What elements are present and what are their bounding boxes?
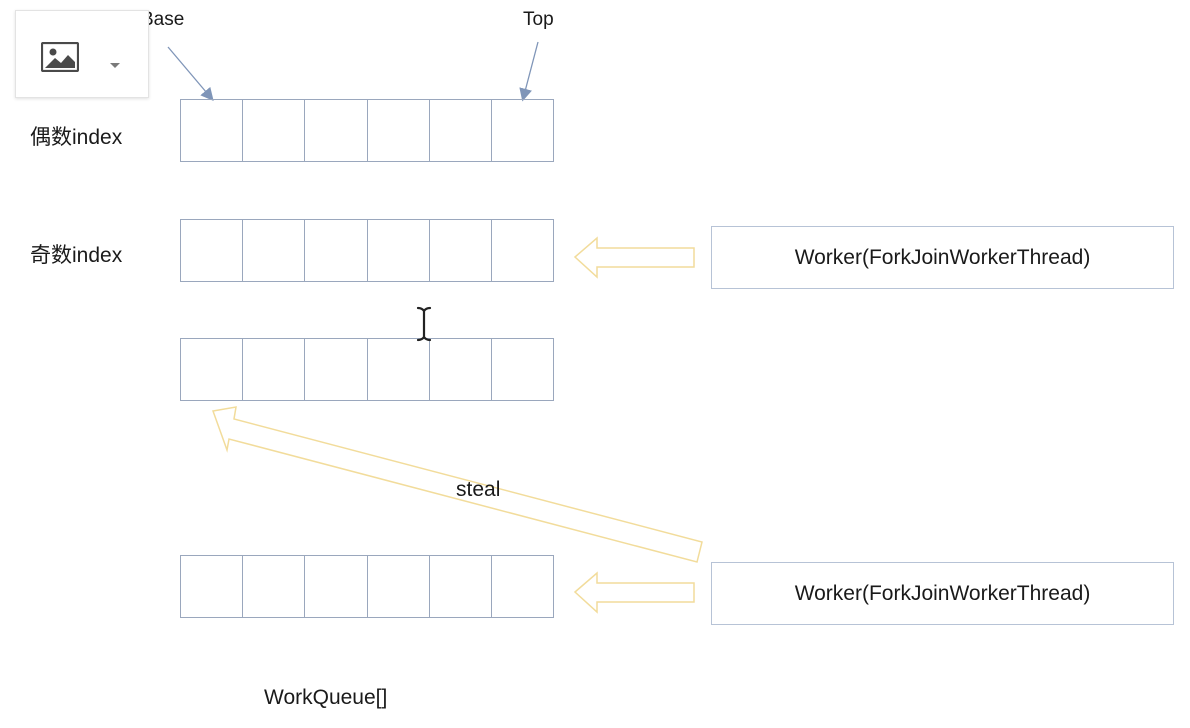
- chevron-down-icon[interactable]: [110, 63, 120, 68]
- steal-arrow: [211, 406, 703, 563]
- work-queue-3: [180, 555, 554, 618]
- queue-slot: [181, 556, 244, 617]
- top-pointer-arrow: [519, 41, 539, 102]
- work-queue-0: [180, 99, 554, 162]
- queue-slot: [181, 339, 244, 400]
- queue-slot: [305, 339, 368, 400]
- queue-slot: [492, 100, 553, 161]
- worker-box-1: Worker(ForkJoinWorkerThread): [711, 226, 1174, 289]
- queue-slot: [305, 220, 368, 281]
- push-arrow-2: [573, 571, 695, 614]
- text-cursor-icon: [416, 306, 432, 342]
- queue-slot: [305, 100, 368, 161]
- worker-box-2: Worker(ForkJoinWorkerThread): [711, 562, 1174, 625]
- queue-slot: [368, 556, 430, 617]
- queue-slot: [368, 100, 430, 161]
- queue-slot: [430, 556, 492, 617]
- queue-slot: [368, 220, 430, 281]
- even-index-label: 偶数index: [30, 126, 123, 149]
- queue-slot: [243, 556, 306, 617]
- queue-slot: [430, 339, 492, 400]
- work-queue-2: [180, 338, 554, 401]
- queue-slot: [492, 556, 553, 617]
- queue-slot: [181, 220, 244, 281]
- queue-slot: [243, 339, 306, 400]
- worker-label: Worker(ForkJoinWorkerThread): [794, 581, 1091, 605]
- queue-slot: [181, 100, 244, 161]
- image-icon: [41, 42, 79, 72]
- queue-slot: [368, 339, 430, 400]
- base-pointer-arrow: [167, 46, 214, 101]
- work-queue-1: [180, 219, 554, 282]
- queue-slot: [243, 100, 306, 161]
- steal-label: steal: [456, 478, 501, 501]
- image-insert-button[interactable]: [15, 10, 149, 98]
- queue-slot: [305, 556, 368, 617]
- worker-label: Worker(ForkJoinWorkerThread): [794, 245, 1091, 269]
- top-pointer-label: Top: [523, 9, 554, 30]
- queue-slot: [430, 100, 492, 161]
- base-pointer-label: Base: [141, 9, 185, 30]
- push-arrow-1: [573, 236, 695, 279]
- queue-slot: [430, 220, 492, 281]
- queue-slot: [243, 220, 306, 281]
- odd-index-label: 奇数index: [30, 244, 123, 267]
- queue-slot: [492, 339, 553, 400]
- queue-slot: [492, 220, 553, 281]
- work-queue-array-label: WorkQueue[]: [264, 686, 388, 709]
